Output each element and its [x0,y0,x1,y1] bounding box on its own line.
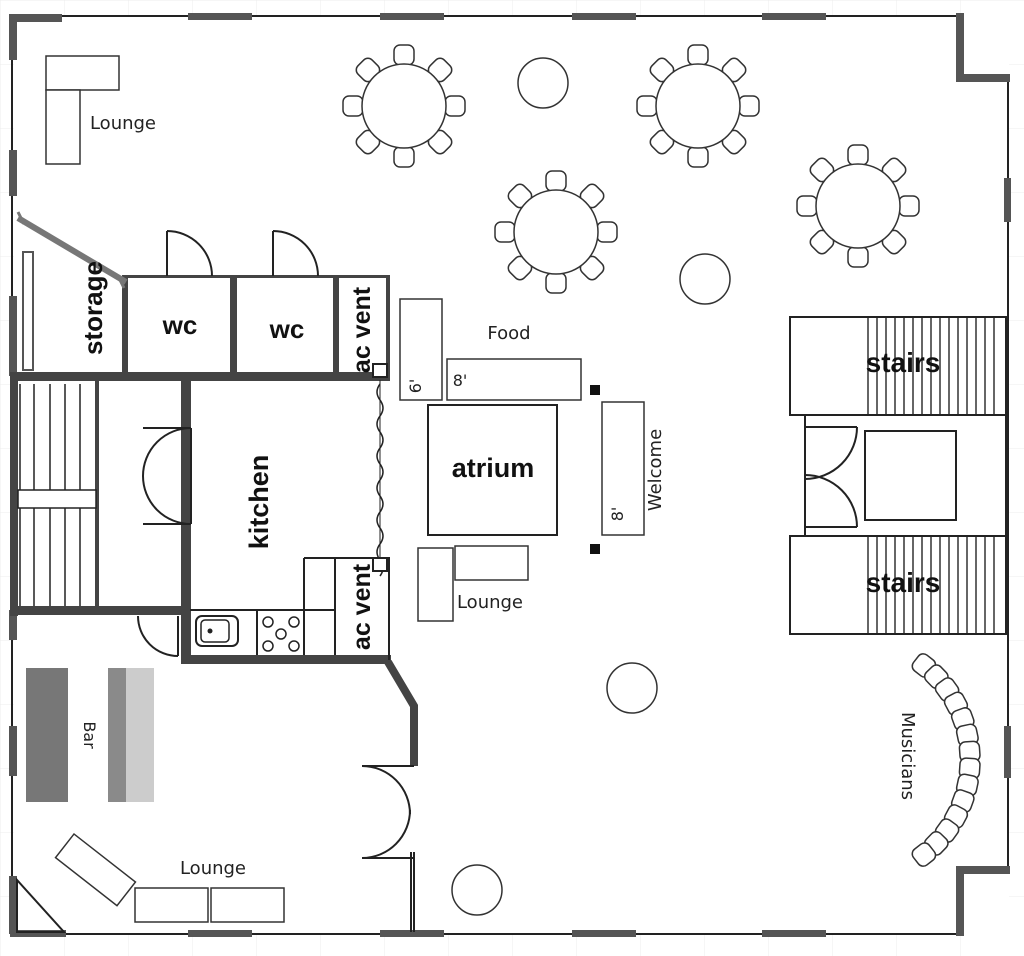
lounge-center-label: Lounge [457,592,523,613]
six-ft-label: 6' [406,379,425,394]
food-table-8ft [446,358,582,401]
bar-room-walls [384,659,418,932]
musicians-label: Musicians [897,712,918,800]
bar-label: Bar [80,721,99,749]
bar-small-door [137,615,179,657]
center-lounge-furniture [417,545,529,622]
post-marker-bottom [590,544,600,554]
chair [444,95,466,117]
sink-icon [195,615,239,647]
wall-thick-segments [9,13,1011,937]
food-table-6ft [399,298,443,401]
chair [687,44,709,66]
vent-marker-top [372,363,388,378]
bar-double-door [361,765,414,859]
table-top [361,63,447,149]
round-table [342,44,466,168]
chair [545,272,567,294]
chair [393,146,415,168]
chair [796,195,818,217]
chair [738,95,760,117]
wc-left-label: wc [162,310,198,340]
atrium-box [427,404,558,536]
chair [687,146,709,168]
bar-counter-mid [108,668,126,802]
kitchen-double-door [142,427,192,525]
ac-vent-top-label: ac vent [348,286,376,373]
cocktail-tables [451,57,731,916]
round-table [636,44,760,168]
lounge-bottom-label: Lounge [180,858,246,879]
storage-label: storage [78,261,108,355]
round-table [494,170,618,294]
corner-triangle [16,877,67,933]
ac-vent-bottom-label: ac vent [348,563,376,650]
right-stairs-bottom [789,535,1007,635]
storage-wc-walls [10,275,390,381]
kitchen-walls [10,380,391,664]
lounge-top-left-label: Lounge [90,113,156,134]
musician-chairs [911,653,981,867]
chair [545,170,567,192]
round-tables [342,44,920,294]
chair [596,221,618,243]
chair [847,246,869,268]
bar-counter-dark [26,668,68,802]
chair [847,144,869,166]
welcome-table [601,401,645,536]
eight-ft-welcome-label: 8' [608,507,627,522]
welcome-label: Welcome [645,429,666,511]
food-label: Food [487,323,530,344]
musician-chair [911,842,937,867]
table-top [513,189,599,275]
right-stairs-top [789,316,1007,416]
stairs-bottom-label: stairs [866,567,941,598]
atrium-label: atrium [452,453,535,483]
table-top [815,163,901,249]
bottom-lounge-furniture [54,832,285,923]
stairs-top-label: stairs [866,347,941,378]
eight-ft-food-label: 8' [453,371,468,390]
vent-marker-bottom [372,557,388,572]
bar-counter-light [126,668,154,802]
wc-right-label: wc [269,314,305,344]
kitchen-label: kitchen [244,455,274,550]
table-top [655,63,741,149]
chair [636,95,658,117]
chair [393,44,415,66]
post-marker-top [590,385,600,395]
chair [898,195,920,217]
top-left-lounge-furniture [45,55,120,165]
left-stairs [17,384,97,606]
chair [494,221,516,243]
stove-icon [262,616,300,652]
storage-rack [16,211,128,371]
elevator-area [804,415,1007,536]
chair [342,95,364,117]
round-table [796,144,920,268]
wc-doors [166,230,319,277]
